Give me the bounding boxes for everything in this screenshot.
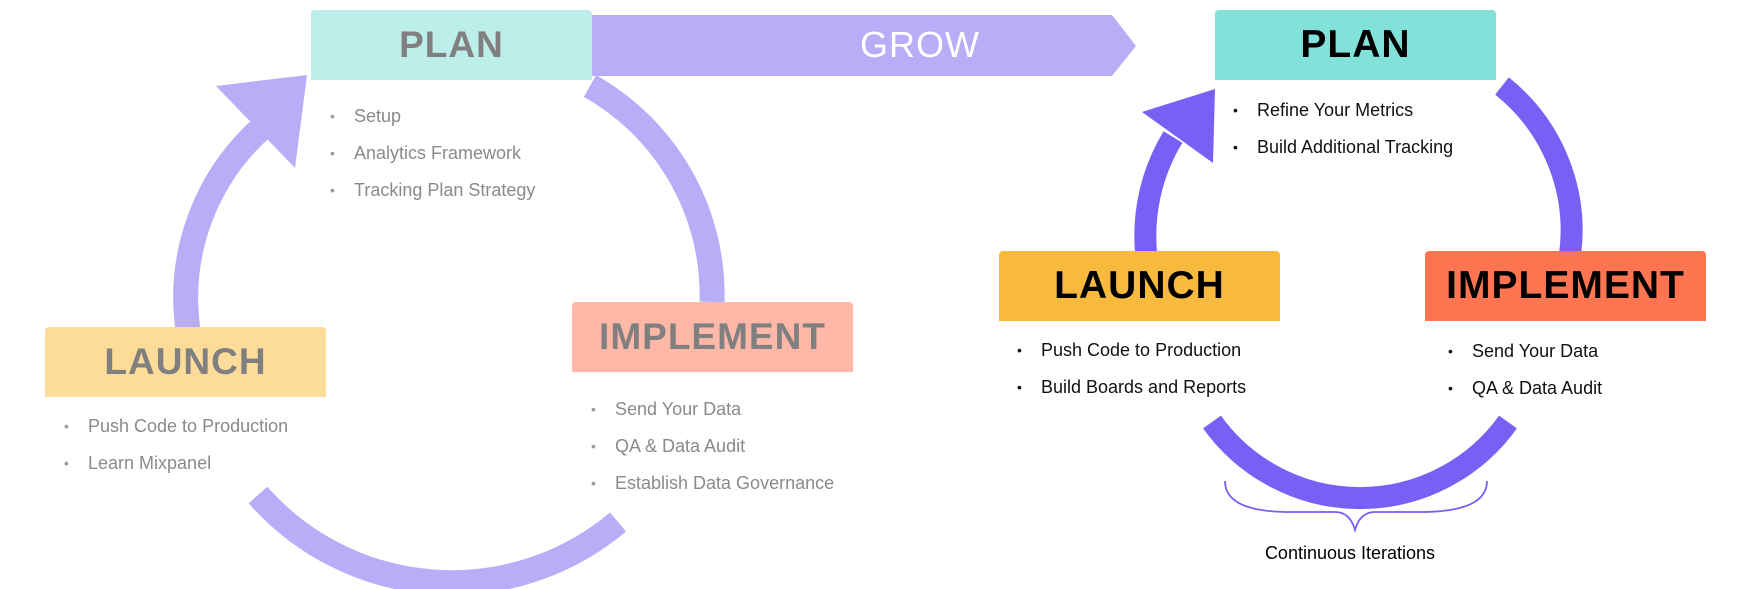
list-item: Setup bbox=[330, 98, 535, 135]
cycle2-arc-implement-to-launch bbox=[1203, 415, 1517, 509]
cycle1-arrowhead bbox=[216, 75, 307, 168]
cycle1-launch-box: LAUNCH bbox=[45, 327, 326, 397]
cycle1-arc-launch-to-plan bbox=[173, 115, 274, 332]
cycle2-launch-list: Push Code to Production Build Boards and… bbox=[1017, 332, 1246, 406]
continuous-iterations-brace bbox=[1224, 480, 1488, 534]
cycle2-plan-box: PLAN bbox=[1215, 10, 1496, 80]
list-item: Push Code to Production bbox=[64, 408, 288, 445]
continuous-iterations-label: Continuous Iterations bbox=[1264, 543, 1436, 563]
cycle2-launch-box: LAUNCH bbox=[999, 251, 1280, 321]
list-item: Build Boards and Reports bbox=[1017, 369, 1246, 406]
grow-label: GROW bbox=[860, 24, 980, 65]
list-item: Tracking Plan Strategy bbox=[330, 172, 535, 209]
cycle2-arc-plan-to-implement bbox=[1495, 77, 1583, 257]
cycle2-arc-launch-to-plan bbox=[1134, 131, 1183, 253]
list-item: Learn Mixpanel bbox=[64, 445, 288, 482]
cycle1-plan-box: PLAN bbox=[311, 10, 592, 80]
list-item: Establish Data Governance bbox=[591, 465, 834, 502]
list-item: Send Your Data bbox=[591, 391, 834, 428]
cycle2-implement-list: Send Your Data QA & Data Audit bbox=[1448, 333, 1602, 407]
cycle2-arrowhead bbox=[1142, 89, 1215, 163]
cycle1-plan-title: PLAN bbox=[399, 24, 504, 65]
list-item: Send Your Data bbox=[1448, 333, 1602, 370]
list-item: Analytics Framework bbox=[330, 135, 535, 172]
cycle1-launch-title: LAUNCH bbox=[104, 341, 267, 382]
cycle2-plan-title: PLAN bbox=[1300, 23, 1411, 66]
cycle2-implement-title: IMPLEMENT bbox=[1446, 264, 1685, 307]
list-item: Build Additional Tracking bbox=[1233, 129, 1453, 166]
list-item: Push Code to Production bbox=[1017, 332, 1246, 369]
list-item: QA & Data Audit bbox=[1448, 370, 1602, 407]
cycle2-plan-list: Refine Your Metrics Build Additional Tra… bbox=[1233, 92, 1453, 166]
grow-arrow bbox=[590, 15, 1136, 76]
cycle1-launch-list: Push Code to Production Learn Mixpanel bbox=[64, 408, 288, 482]
cycle2-implement-box: IMPLEMENT bbox=[1425, 251, 1706, 321]
cycle1-arc-plan-to-implement bbox=[583, 75, 725, 303]
cycle1-plan-list: Setup Analytics Framework Tracking Plan … bbox=[330, 98, 535, 209]
cycle2-launch-title: LAUNCH bbox=[1054, 264, 1225, 307]
cycle1-implement-box: IMPLEMENT bbox=[572, 302, 853, 372]
list-item: QA & Data Audit bbox=[591, 428, 834, 465]
list-item: Refine Your Metrics bbox=[1233, 92, 1453, 129]
cycle1-implement-list: Send Your Data QA & Data Audit Establish… bbox=[591, 391, 834, 502]
cycle1-implement-title: IMPLEMENT bbox=[599, 316, 826, 357]
cycle1-arc-implement-to-launch bbox=[248, 486, 627, 589]
